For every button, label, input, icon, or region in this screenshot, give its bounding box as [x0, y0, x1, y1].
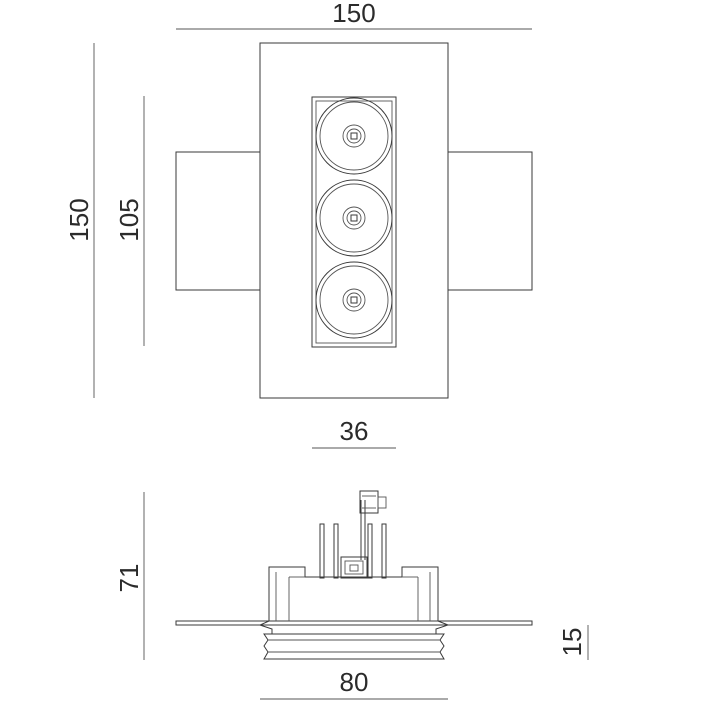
dimension-label-overall-height: 150 — [64, 198, 94, 241]
dimension-slot-width: 36 — [312, 416, 396, 449]
dimension-label-inner-height: 105 — [114, 198, 144, 241]
trim-ring — [263, 633, 445, 660]
spring-clips — [319, 500, 387, 579]
dimension-overall-height: 150 — [64, 43, 95, 398]
left-mounting-wing — [175, 151, 261, 291]
lens-2 — [315, 179, 393, 257]
dimension-height: 71 — [114, 492, 145, 660]
housing — [258, 566, 450, 635]
side-view: 71 15 — [114, 490, 589, 700]
dimension-flange-height: 15 — [557, 625, 589, 660]
dimension-label-slot-width: 36 — [340, 416, 369, 446]
lens-1 — [315, 97, 393, 175]
dimension-label-flange-height: 15 — [557, 628, 587, 657]
dimension-label-overall-width: 150 — [332, 0, 375, 28]
dimension-overall-width: 150 — [176, 0, 532, 30]
driver-block — [340, 556, 368, 579]
dimension-inner-height: 105 — [114, 96, 145, 346]
dimension-label-body-width: 80 — [340, 667, 369, 697]
lens-3 — [315, 261, 393, 339]
top-view: 150 150 105 — [64, 0, 533, 449]
ceiling-flange — [175, 620, 533, 626]
right-mounting-wing — [447, 151, 533, 291]
dimension-body-width: 80 — [260, 667, 448, 700]
dimension-label-height: 71 — [114, 564, 144, 593]
connector — [359, 490, 387, 514]
